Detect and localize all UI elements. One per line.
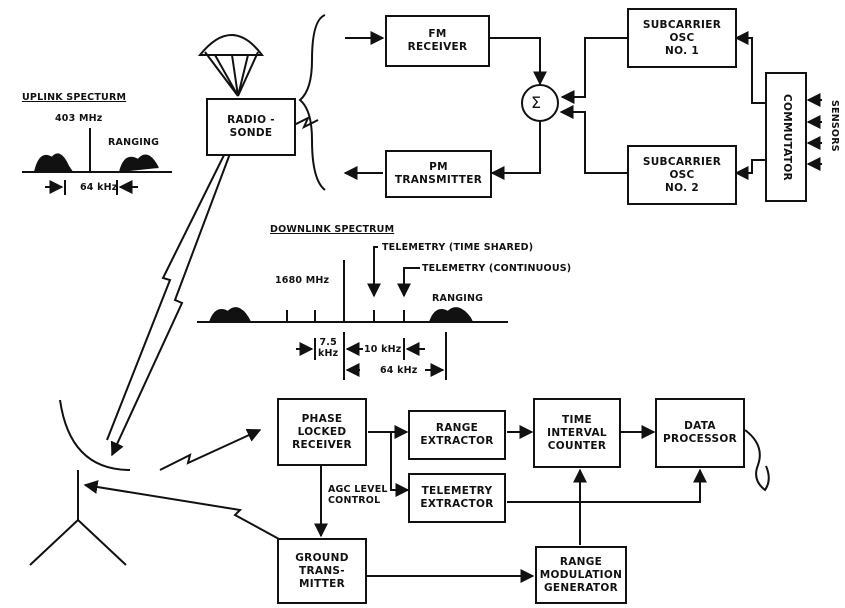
spacing-10-label: 10 kHz — [364, 344, 402, 355]
range-extractor-block: RANGE EXTRACTOR — [408, 410, 506, 460]
uplink-frequency: 403 MHz — [55, 113, 103, 124]
time-interval-counter-block: TIME INTERVAL COUNTER — [533, 398, 621, 468]
sensors-text: SENSORS — [829, 100, 840, 152]
uplink-ranging: RANGING — [108, 137, 160, 148]
commutator-block: COMMUTATOR — [765, 72, 807, 202]
pm-transmitter-block: PM TRANSMITTER — [385, 150, 492, 198]
telemetry-continuous-label: TELEMETRY (CONTINUOUS) — [422, 263, 572, 274]
rf-link-icon — [293, 115, 319, 130]
uplink-path — [106, 133, 235, 441]
system-bracket — [298, 14, 326, 191]
parachute-icon — [197, 34, 265, 97]
ground-antenna-icon — [29, 399, 131, 566]
summer-circle — [521, 84, 559, 122]
downlink-bandwidth: 64 kHz — [380, 365, 418, 376]
uplink-bandwidth: 64 kHz — [80, 182, 118, 193]
downlink-spectrum — [197, 246, 508, 380]
spacing-7-5-label: 7.5 kHz — [318, 337, 339, 359]
subcarrier-osc-2-block: SUBCARRIER OSC NO. 2 — [627, 145, 737, 205]
telemetry-extractor-block: TELEMETRY EXTRACTOR — [408, 473, 506, 523]
ground-transmitter-block: GROUND TRANS- MITTER — [277, 538, 367, 604]
data-processor-block: DATA PROCESSOR — [655, 398, 745, 468]
uplink-spectrum — [22, 128, 172, 195]
downlink-path — [110, 126, 241, 457]
agc-level-control-label: AGC LEVEL CONTROL — [328, 484, 388, 506]
telemetry-time-shared-label: TELEMETRY (TIME SHARED) — [382, 242, 534, 253]
subcarrier-osc-1-block: SUBCARRIER OSC NO. 1 — [627, 8, 737, 68]
receive-link — [159, 428, 262, 471]
commutator-label: COMMUTATOR — [780, 93, 793, 181]
radiosonde-block: RADIO - SONDE — [206, 98, 296, 156]
output-cable — [744, 429, 770, 492]
phase-locked-receiver-block: PHASE LOCKED RECEIVER — [277, 398, 367, 466]
summer-symbol: Σ — [531, 93, 542, 112]
transmit-link — [83, 480, 291, 546]
downlink-title: DOWNLINK SPECTRUM — [270, 224, 395, 235]
downlink-frequency: 1680 MHz — [275, 275, 330, 286]
range-modulation-generator-block: RANGE MODULATION GENERATOR — [535, 546, 627, 604]
fm-receiver-block: FM RECEIVER — [385, 15, 490, 67]
uplink-title: UPLINK SPECTURM — [22, 92, 127, 103]
sensors-label: SENSORS — [829, 100, 845, 152]
downlink-ranging: RANGING — [432, 293, 484, 304]
